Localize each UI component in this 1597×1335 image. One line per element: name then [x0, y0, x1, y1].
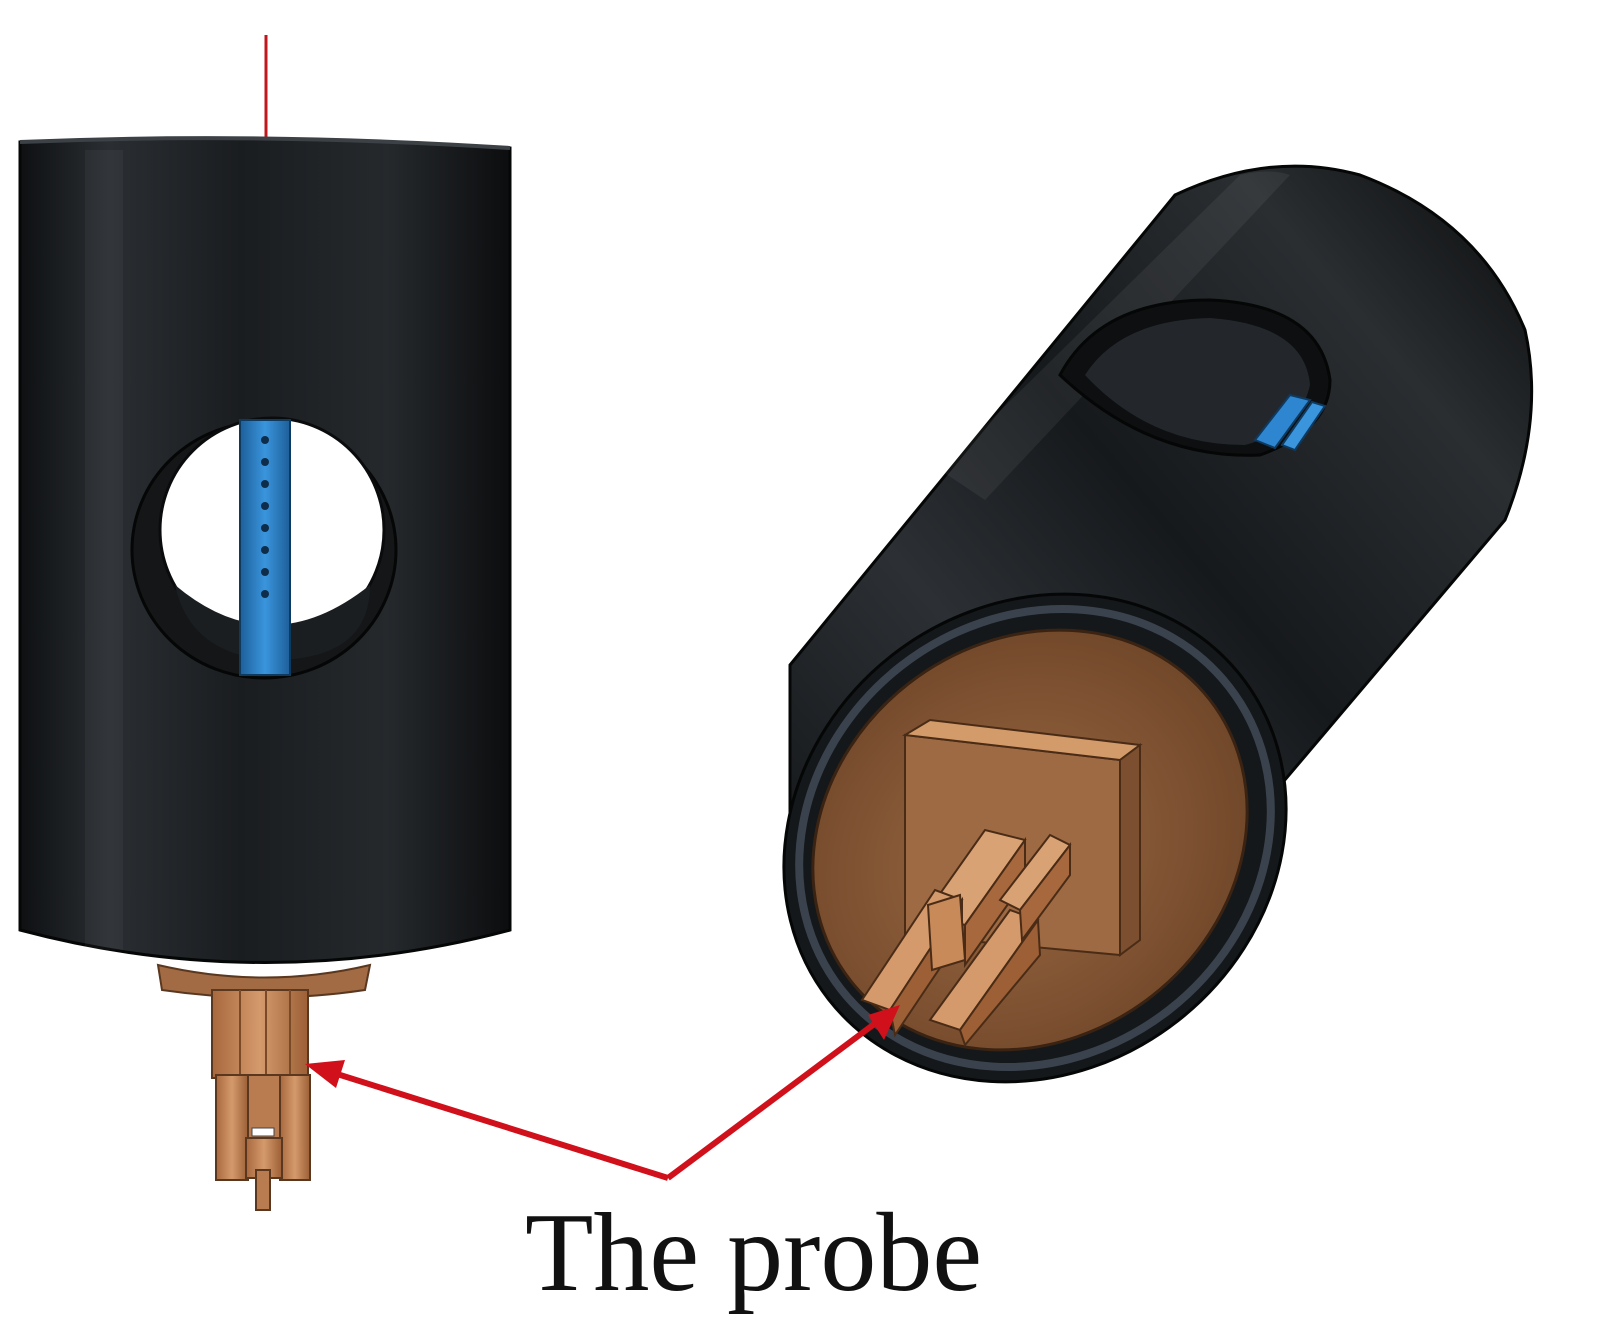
arrow-head-right	[868, 1005, 900, 1040]
right-face-rim-highlight	[795, 604, 1275, 1072]
arrow-line-right	[666, 1007, 895, 1181]
left-device-front-view	[18, 35, 512, 1211]
left-probe	[211, 989, 311, 1211]
probe-label: The probe	[525, 1191, 982, 1315]
right-probe	[860, 828, 1072, 1048]
left-housing-sheen	[85, 150, 123, 950]
left-housing-top-rim	[19, 136, 511, 150]
right-blue-slot	[1253, 393, 1312, 450]
left-window-shadow	[175, 585, 370, 660]
right-device-perspective-view	[782, 164, 1534, 1084]
right-square-plate-side	[1119, 743, 1141, 957]
arrow-line-left	[317, 1065, 669, 1181]
right-blue-slot-2	[1280, 400, 1327, 452]
left-blue-slot-dots	[261, 436, 269, 598]
annotation-arrows	[305, 1005, 900, 1181]
right-window-inner	[1085, 318, 1310, 445]
arrow-head-left	[305, 1060, 345, 1088]
